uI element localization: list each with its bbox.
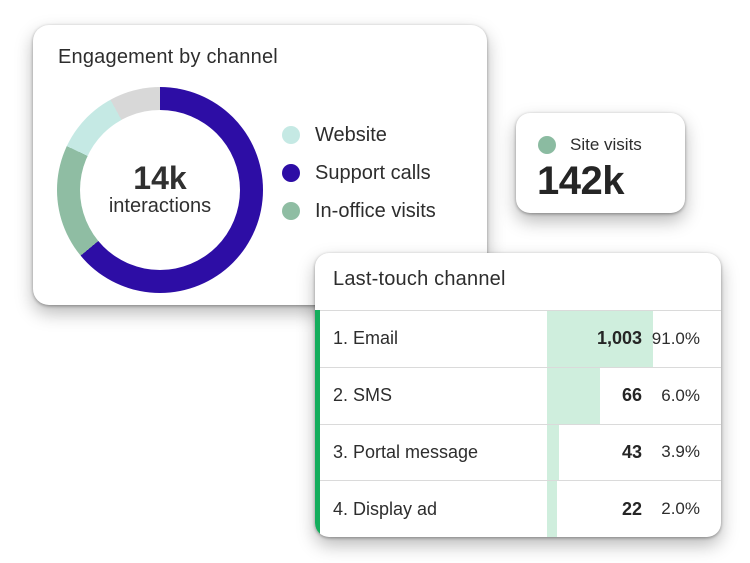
legend-item: Support calls — [282, 159, 436, 187]
donut-center-label: 14k interactions — [57, 87, 263, 293]
row-count-value: 66 — [621, 385, 642, 406]
last-touch-table: 1. Email 1,003 91.0% 2. SMS 66 6.0% 3. Portal … — [315, 310, 721, 537]
engagement-card-title: Engagement by channel — [58, 46, 278, 68]
row-channel-label: 4. Display ad — [333, 498, 438, 519]
row-percent-value: 6.0% — [661, 385, 700, 405]
row-value-bar — [547, 367, 600, 424]
legend-label: In-office visits — [315, 199, 436, 222]
legend-item: Website — [282, 121, 436, 149]
last-touch-card-title: Last-touch channel — [333, 268, 506, 290]
legend-dot-icon — [282, 164, 300, 182]
row-value-bar — [547, 311, 653, 367]
site-visits-card: Site visits 142k — [516, 113, 685, 213]
table-row: 3. Portal message 43 3.9% — [315, 424, 721, 482]
legend-dot-icon — [282, 126, 300, 144]
last-touch-card: Last-touch channel 1. Email 1,003 91.0% 2. … — [315, 253, 721, 537]
table-row: 4. Display ad 22 2.0% — [315, 481, 721, 537]
row-value-bar — [547, 424, 559, 481]
row-channel-label: 2. SMS — [333, 385, 393, 406]
site-visits-header: Site visits — [538, 135, 642, 155]
table-row: 1. Email 1,003 91.0% — [315, 311, 721, 368]
donut-center-sublabel: interactions — [108, 195, 212, 218]
site-visits-dot-icon — [538, 136, 556, 154]
row-channel-label: 3. Portal message — [333, 441, 479, 462]
legend-label: Support calls — [315, 161, 431, 184]
legend-label: Website — [315, 123, 387, 146]
row-percent-value: 91.0% — [651, 328, 700, 348]
engagement-donut-chart: 14k interactions — [57, 87, 263, 293]
row-value-bar — [547, 481, 557, 537]
row-count-value: 1,003 — [596, 328, 642, 349]
engagement-card: Engagement by channel 14k interactions W… — [33, 25, 487, 305]
site-visits-label: Site visits — [570, 135, 642, 154]
table-accent-bar — [315, 310, 320, 537]
row-channel-label: 1. Email — [333, 328, 399, 349]
donut-center-value: 14k — [133, 159, 187, 196]
row-percent-value: 2.0% — [661, 499, 700, 519]
row-percent-value: 3.9% — [661, 442, 700, 462]
row-count-value: 22 — [621, 498, 642, 519]
legend-item: In-office visits — [282, 197, 436, 225]
site-visits-value: 142k — [537, 159, 624, 203]
table-row: 2. SMS 66 6.0% — [315, 367, 721, 425]
legend-dot-icon — [282, 202, 300, 220]
row-count-value: 43 — [621, 441, 642, 462]
